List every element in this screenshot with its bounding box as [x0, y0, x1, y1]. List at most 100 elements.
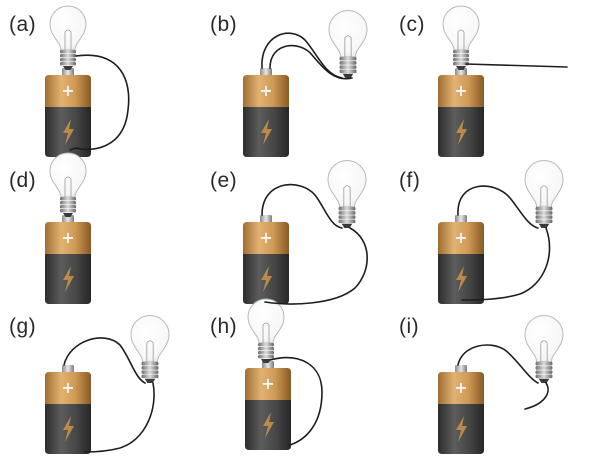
plus-symbol: +	[259, 81, 272, 100]
bulbs-layer	[49, 5, 564, 383]
lightning-bolt-icon	[63, 266, 74, 292]
panel-label-c: (c)	[399, 13, 425, 36]
lightning-bolt-icon	[63, 119, 74, 145]
bulb-base-thread	[339, 61, 357, 65]
wire-c	[465, 63, 568, 68]
battery-cap	[245, 368, 291, 400]
bulb-base-thread	[338, 219, 356, 224]
bulb-base-thread	[141, 370, 159, 374]
battery-cap	[438, 222, 484, 254]
battery-cap	[45, 372, 91, 404]
bulb-tip	[456, 66, 466, 70]
wire-b2	[269, 44, 353, 80]
lightning-bolt-icon	[261, 119, 272, 145]
bulb-base-thread	[141, 366, 159, 370]
battery-g: +	[45, 365, 91, 454]
plus-symbol: +	[454, 378, 467, 397]
bulb-base-thread	[339, 65, 357, 69]
bulb-base-thread	[258, 347, 274, 351]
bulb-base-thread	[258, 343, 274, 347]
filament	[540, 340, 548, 362]
wire-g2	[84, 382, 155, 453]
battery-d: +	[45, 215, 91, 304]
plus-symbol: +	[61, 378, 74, 397]
battery-cap	[45, 75, 91, 107]
bulb-tip	[261, 359, 271, 363]
battery-cap	[243, 75, 289, 107]
positive-terminal	[62, 215, 74, 223]
bulb-base-thread	[60, 54, 76, 58]
bulb-base-thread	[535, 370, 553, 374]
battery-a: +	[45, 68, 91, 157]
bulb-base-thread	[258, 351, 274, 355]
panel-label-i: (i)	[399, 315, 420, 338]
bulb-base-thread	[338, 215, 356, 219]
plus-symbol: +	[259, 228, 272, 247]
panel-label-a: (a)	[9, 13, 37, 36]
wire-a	[69, 54, 130, 151]
wire-i2	[524, 382, 549, 410]
bulb-base-thread	[60, 62, 76, 66]
battery-i: +	[438, 365, 484, 454]
bulb-base-thread	[60, 205, 76, 209]
bulb-base-thread	[453, 58, 469, 62]
panel-label-h: (h)	[210, 315, 238, 338]
bulb-e	[327, 160, 367, 228]
bulb-tip	[538, 223, 550, 228]
bulb-base-thread	[535, 215, 553, 219]
battery-b: +	[243, 68, 289, 157]
bulb-d	[49, 152, 87, 217]
positive-terminal	[455, 365, 467, 373]
panel-label-f: (f)	[399, 169, 421, 192]
bulb-base-thread	[60, 50, 76, 54]
lightning-bolt-icon	[261, 266, 272, 292]
plus-symbol: +	[261, 374, 274, 393]
plus-symbol: +	[61, 228, 74, 247]
wire-f1	[457, 185, 539, 229]
panel-label-g: (g)	[9, 315, 37, 338]
filament	[344, 35, 352, 57]
bulb-glass	[327, 160, 367, 208]
bulb-glass	[328, 10, 368, 58]
bulb-glass	[524, 315, 564, 363]
wire-h	[269, 356, 323, 446]
bulb-base-thread	[338, 206, 356, 211]
battery-cap	[438, 372, 484, 404]
battery-c: +	[438, 68, 484, 157]
positive-terminal	[62, 68, 74, 76]
bulb-base-thread	[535, 206, 553, 211]
battery-cap	[438, 75, 484, 107]
battery-cap	[45, 222, 91, 254]
lightning-bolt-icon	[456, 266, 467, 292]
bulb-base-thread	[60, 209, 76, 213]
filament	[64, 29, 72, 50]
lightning-bolt-icon	[456, 119, 467, 145]
panel-label-e: (e)	[210, 169, 238, 192]
bulb-a	[49, 5, 87, 70]
bulb-base-thread	[535, 211, 553, 215]
filament	[343, 185, 351, 207]
bulb-base-thread	[453, 50, 469, 54]
battery-cap	[243, 222, 289, 254]
positive-terminal	[455, 215, 467, 223]
positive-terminal	[260, 68, 272, 76]
bulb-tip	[342, 73, 354, 78]
wire-f2	[461, 227, 551, 301]
filament	[540, 185, 548, 207]
bulb-glass	[524, 160, 564, 208]
filament	[64, 176, 72, 197]
battery-f: +	[438, 215, 484, 304]
battery-e: +	[243, 215, 289, 304]
bulb-tip	[341, 223, 353, 228]
bulb-base-thread	[60, 197, 76, 201]
bulb-base-thread	[141, 361, 159, 366]
bulb-glass	[130, 315, 170, 363]
bulb-g	[130, 315, 170, 383]
plus-symbol: +	[454, 228, 467, 247]
bulb-base-thread	[535, 361, 553, 366]
wires-layer	[63, 32, 568, 453]
plus-symbol: +	[454, 81, 467, 100]
lightning-bolt-icon	[63, 416, 74, 442]
